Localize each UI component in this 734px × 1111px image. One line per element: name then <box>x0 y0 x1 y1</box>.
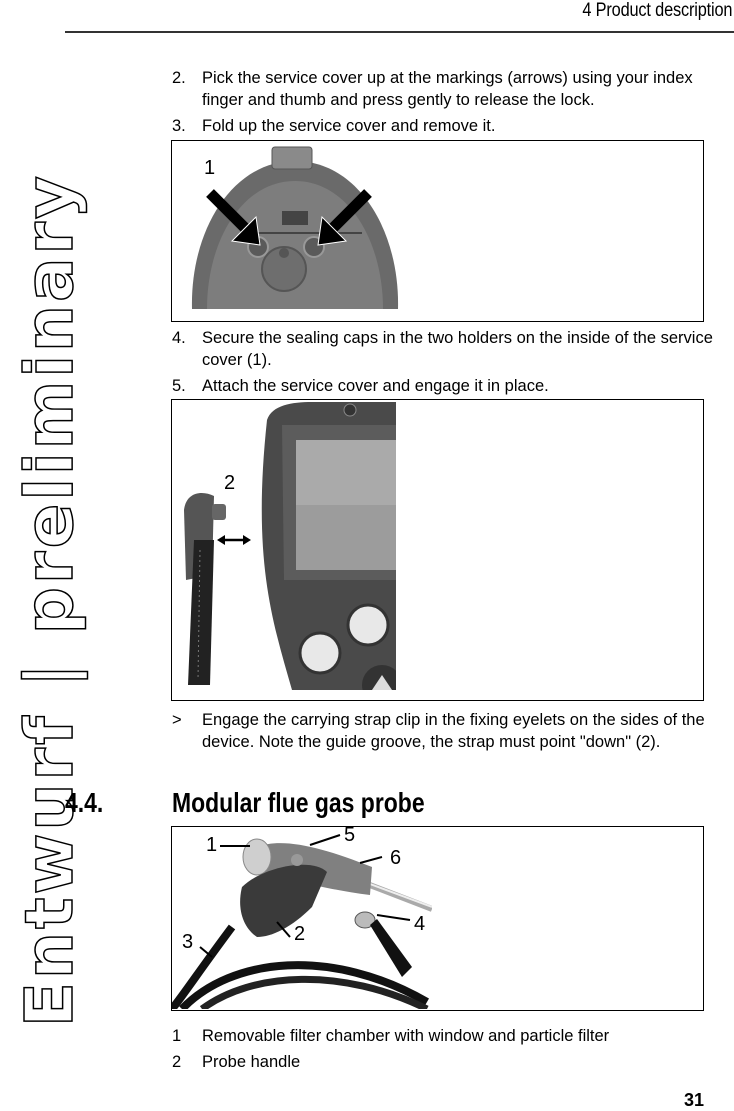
running-header: 4 Product description <box>582 0 732 21</box>
page-number: 31 <box>683 1090 704 1110</box>
strap-clip-image <box>172 400 396 690</box>
step-number: 4. <box>172 329 186 347</box>
result-marker: > <box>172 711 182 729</box>
legend-text: Probe handle <box>202 1053 301 1071</box>
callout-2: 2 <box>294 923 306 945</box>
step-number: 5. <box>172 377 186 395</box>
service-cover-image <box>172 141 418 319</box>
double-arrow <box>217 535 251 545</box>
legend-number: 1 <box>172 1027 182 1045</box>
flue-gas-probe-image <box>172 827 432 1009</box>
step-4: 4. Secure the sealing caps in the two ho… <box>172 327 732 371</box>
legend-text: Removable filter chamber with window and… <box>202 1027 610 1045</box>
step-number: 3. <box>172 117 186 135</box>
callout-1: 1 <box>206 834 218 856</box>
callout-6: 6 <box>390 847 402 869</box>
draft-watermark: Entwurf | preliminary <box>10 172 89 1028</box>
step-text: Pick the service cover up at the marking… <box>202 69 693 109</box>
header-rule <box>65 31 734 33</box>
arrow-marker-left <box>206 189 261 246</box>
step-text: Attach the service cover and engage it i… <box>202 377 549 395</box>
callout-2: 2 <box>224 472 236 494</box>
step-text: Secure the sealing caps in the two holde… <box>202 329 713 369</box>
step-text: Fold up the service cover and remove it. <box>202 117 496 135</box>
section-number: 4.4. <box>65 787 104 818</box>
callout-3: 3 <box>182 931 194 953</box>
callout-5: 5 <box>344 824 356 846</box>
figure-flue-gas-probe: 1 2 3 4 5 6 <box>171 824 704 1011</box>
arrow-marker-right <box>317 189 372 246</box>
section-title: Modular flue gas probe <box>172 787 425 818</box>
figure-service-cover: 1 <box>171 140 704 322</box>
callout-1: 1 <box>204 157 216 179</box>
result-text: Engage the carrying strap clip in the fi… <box>202 711 705 751</box>
result-step: > Engage the carrying strap clip in the … <box>172 709 732 753</box>
legend-number: 2 <box>172 1053 182 1071</box>
step-5: 5. Attach the service cover and engage i… <box>172 375 732 397</box>
callout-4: 4 <box>414 913 426 935</box>
figure-carrying-strap: 2 <box>171 399 704 701</box>
step-2: 2. Pick the service cover up at the mark… <box>172 67 732 111</box>
step-3: 3. Fold up the service cover and remove … <box>172 115 732 137</box>
step-number: 2. <box>172 69 186 87</box>
